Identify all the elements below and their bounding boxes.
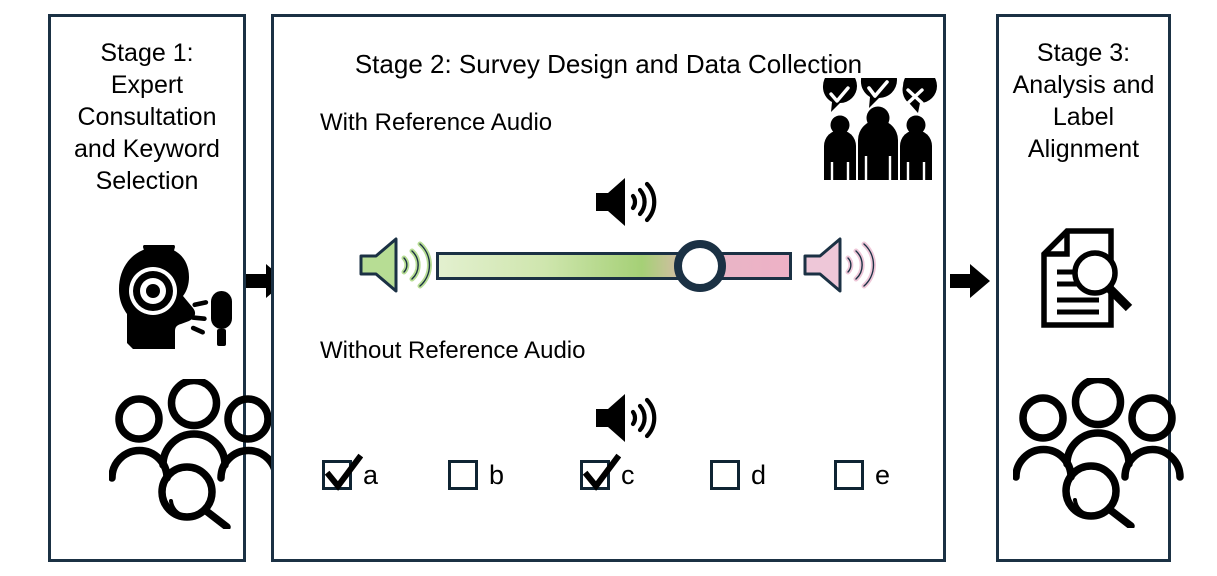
stage-2-title: Stage 2: Survey Design and Data Collecti… <box>354 49 863 79</box>
speaker-green-icon <box>358 236 434 294</box>
people-group-magnifier-icon <box>108 376 281 531</box>
checkbox-a-box[interactable] <box>322 453 363 491</box>
with-reference-audio-label: With Reference Audio <box>320 109 553 136</box>
checkbox-b-box[interactable] <box>448 460 478 490</box>
checkbox-option-c[interactable]: c <box>580 453 635 491</box>
checkbox-c-label: c <box>621 460 635 490</box>
rating-slider-track[interactable] <box>436 252 792 280</box>
checkbox-d-box[interactable] <box>710 460 740 490</box>
checkbox-option-b[interactable]: b <box>448 460 504 490</box>
checkbox-option-d[interactable]: d <box>710 460 766 490</box>
people-group-magnifier-icon <box>1012 375 1185 530</box>
speaker-black-icon <box>592 176 660 228</box>
checkbox-a-label: a <box>363 460 379 490</box>
rating-slider-handle[interactable] <box>674 240 726 292</box>
answer-checkbox-row: a b c d e <box>322 453 922 508</box>
stage-3-title: Stage 3: Analysis and Label Alignment <box>1012 39 1155 163</box>
checkbox-option-a[interactable]: a <box>322 453 379 491</box>
people-response-bubbles-icon <box>818 62 938 180</box>
checkbox-b-label: b <box>489 460 505 490</box>
stage-1-panel: Stage 1: Expert Consultation and Keyword… <box>48 14 280 562</box>
checkbox-d-label: d <box>751 460 767 490</box>
head-headphones-microphone-icon <box>113 241 238 350</box>
stage-1-title: Stage 1: Expert Consultation and Keyword… <box>74 39 220 195</box>
speaker-black-icon <box>592 392 660 444</box>
checkbox-c-box[interactable] <box>580 453 621 491</box>
arrow-right-icon <box>950 262 990 300</box>
checkbox-e-label: e <box>875 460 891 490</box>
checkbox-option-e[interactable]: e <box>834 460 890 490</box>
without-reference-audio-label: Without Reference Audio <box>320 337 586 364</box>
checkbox-e-box[interactable] <box>834 460 864 490</box>
document-magnifier-icon <box>1037 228 1142 333</box>
speaker-pink-icon <box>802 236 878 294</box>
